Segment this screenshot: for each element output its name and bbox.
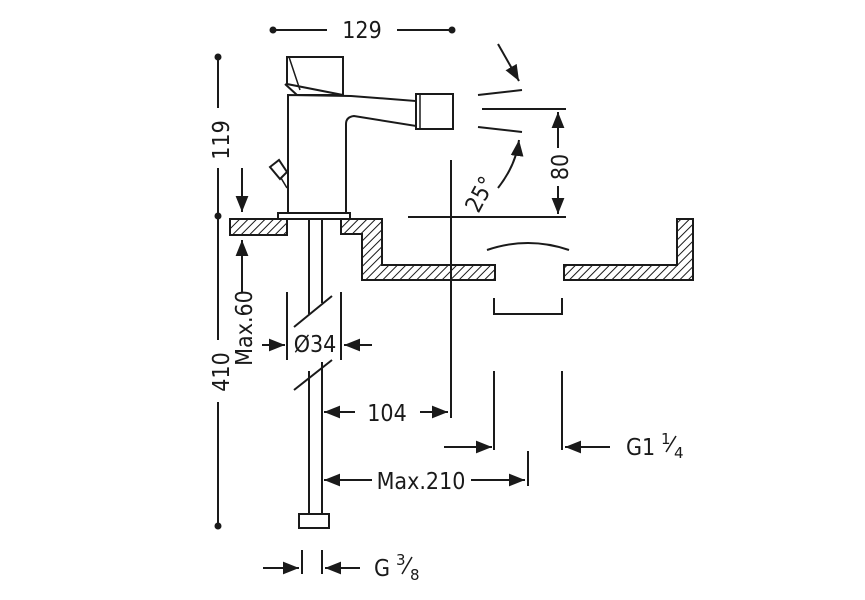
svg-text:8: 8 xyxy=(410,566,420,584)
dim-label-diameter: Ø34 xyxy=(294,332,337,358)
supply-thread-label: G xyxy=(374,556,390,582)
drain-cap xyxy=(486,242,570,251)
faucet-column xyxy=(287,93,417,214)
pipe-connector xyxy=(298,513,330,529)
dim-supply-thread: G 3 8 xyxy=(263,550,420,584)
drain-body xyxy=(493,298,563,315)
popup-knob xyxy=(268,158,289,181)
dim-spout: 25° 80 xyxy=(408,43,574,418)
dim-label-max210: Max.210 xyxy=(377,469,466,495)
dim-label-129: 129 xyxy=(342,18,382,44)
counter-slab xyxy=(229,218,694,281)
faucet-body xyxy=(268,56,454,220)
base-plate xyxy=(277,212,351,220)
spout-nozzle xyxy=(415,93,454,130)
dim-max-thickness: Max.60 xyxy=(232,168,258,366)
dim-label-410: 410 xyxy=(209,352,235,392)
dim-top-width: 129 xyxy=(269,18,456,44)
dim-left-vertical: 119 410 xyxy=(209,53,235,530)
supply-pipe: Ø34 xyxy=(262,219,372,529)
dim-label-80: 80 xyxy=(548,154,574,180)
dim-label-119: 119 xyxy=(209,120,235,160)
dim-label-angle: 25° xyxy=(461,172,501,217)
dim-label-max60: Max.60 xyxy=(232,290,258,366)
svg-text:4: 4 xyxy=(674,444,684,462)
dim-label-104: 104 xyxy=(367,401,407,427)
drain-thread-label: G1 xyxy=(626,435,655,461)
svg-text:1: 1 xyxy=(661,430,671,448)
dim-reach: 104 Max.210 xyxy=(324,401,529,495)
basin-drain: G1 1 4 xyxy=(444,242,684,462)
svg-text:3: 3 xyxy=(396,551,406,569)
dim-dot-right xyxy=(448,26,456,34)
